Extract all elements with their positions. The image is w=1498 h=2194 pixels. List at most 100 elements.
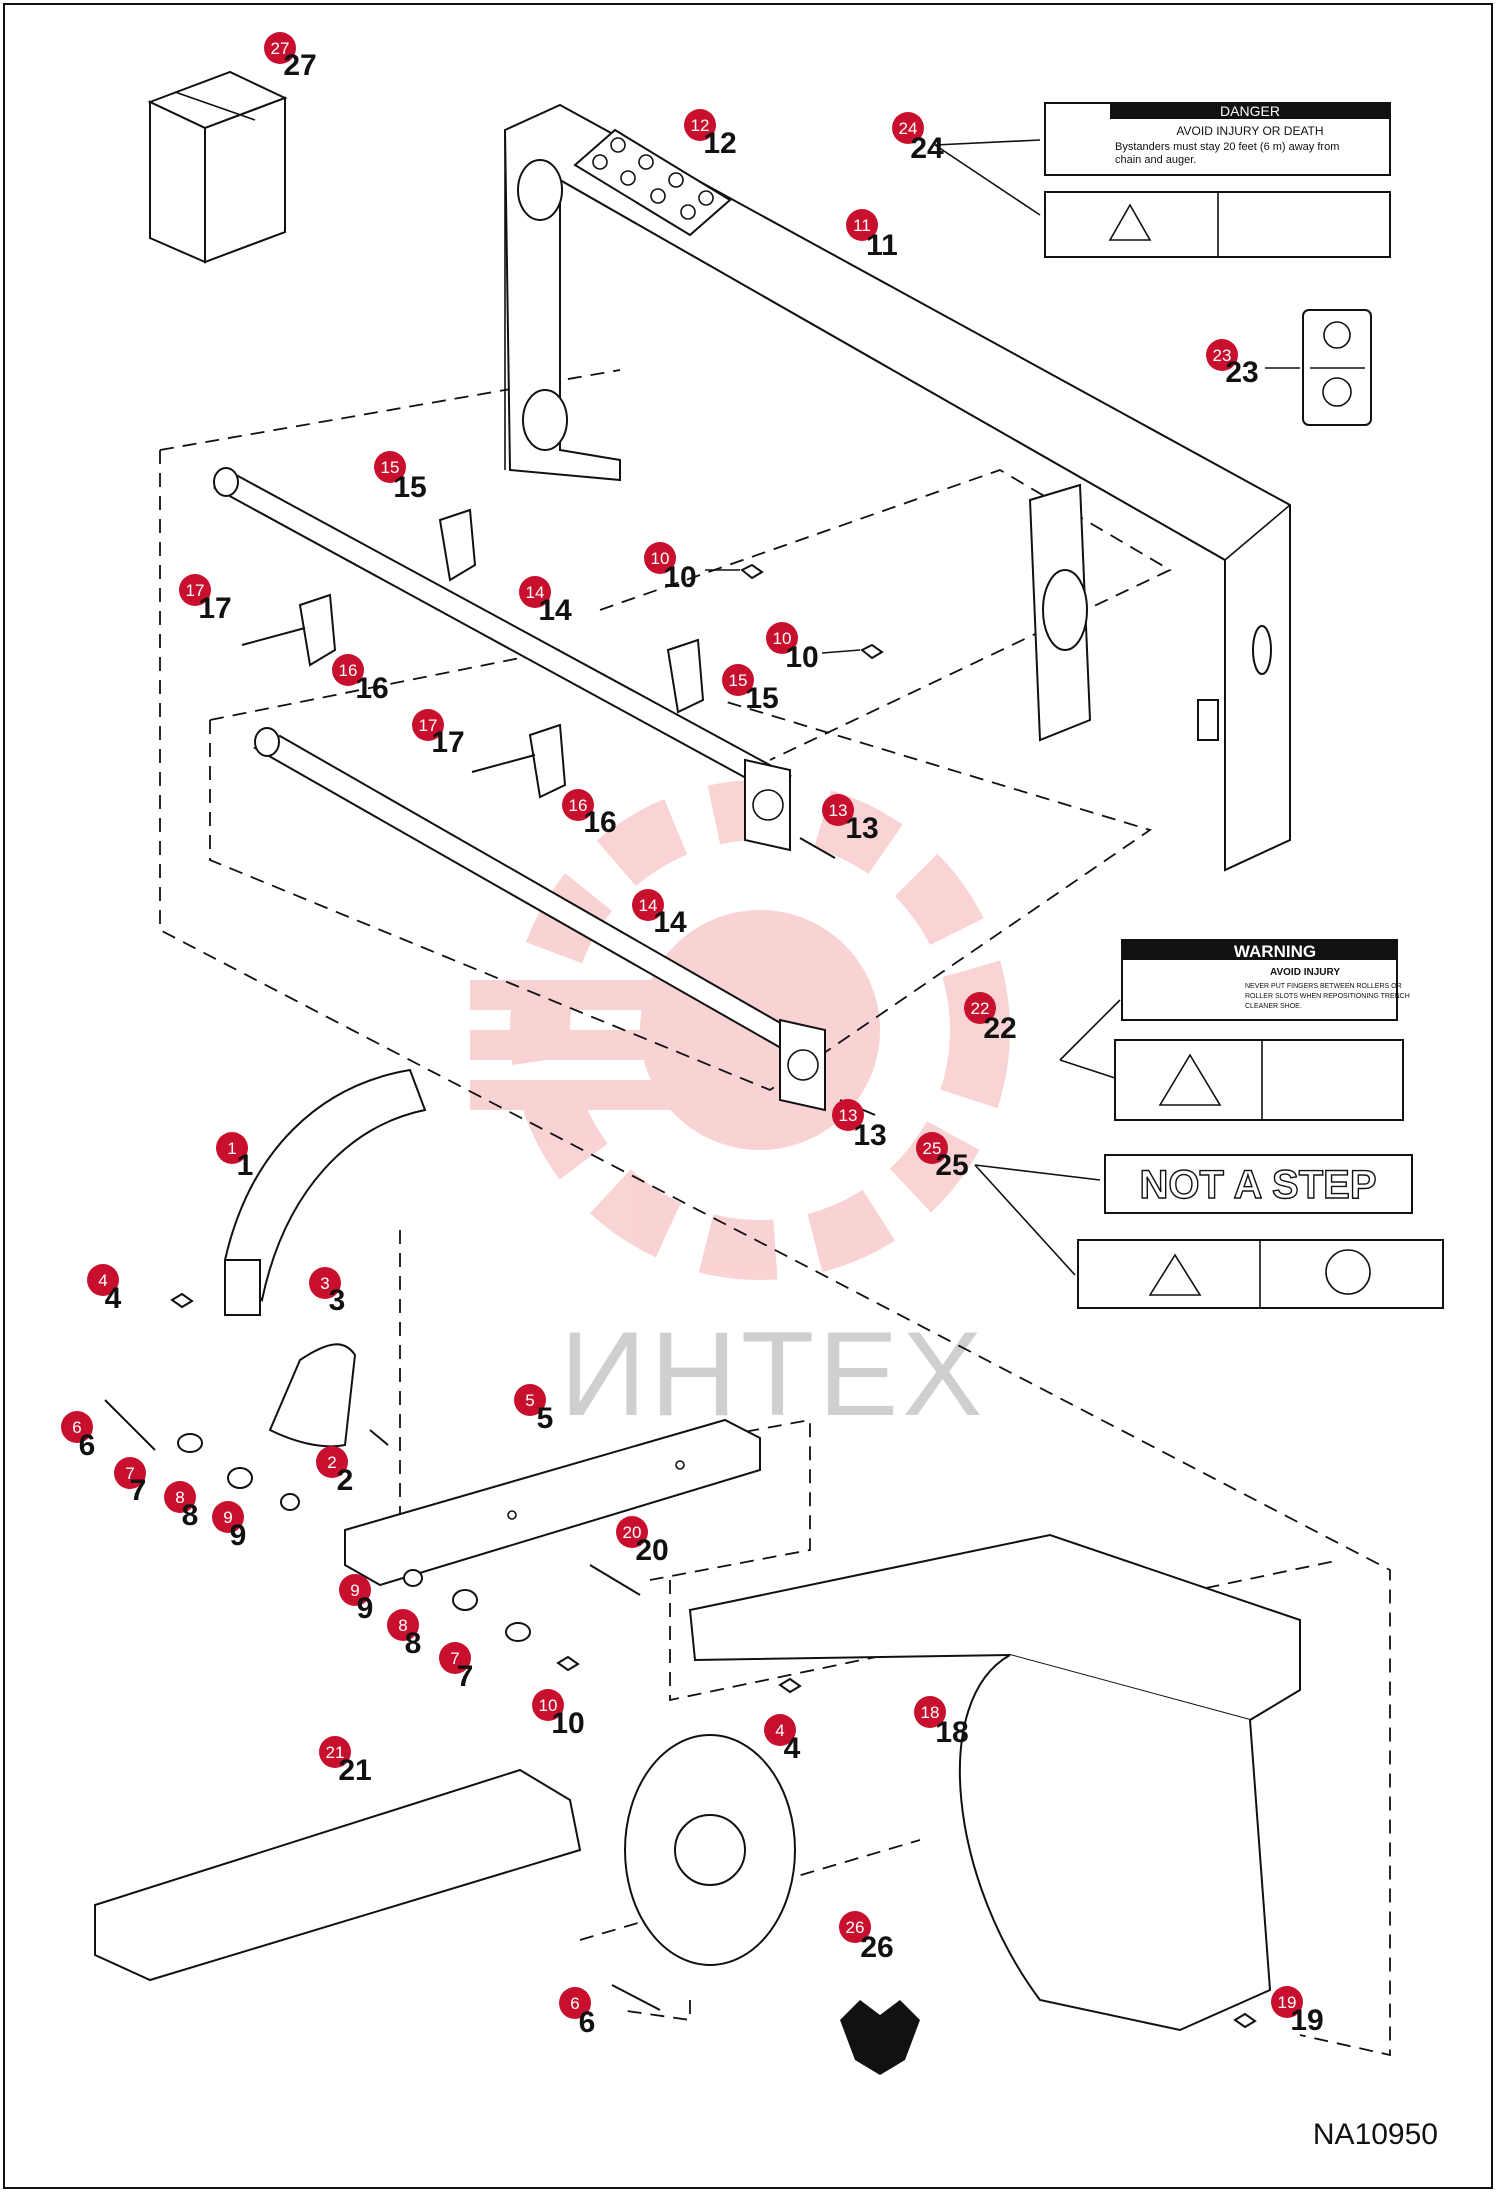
callout-6: 66 [61,1411,95,1462]
svg-text:11: 11 [853,216,871,235]
callout-8: 88 [164,1481,198,1532]
svg-text:10: 10 [551,1707,584,1740]
svg-text:11: 11 [866,229,898,262]
bobcat-logo-icon [840,2000,920,2075]
svg-text:4: 4 [98,1271,107,1290]
part-arm-upper [344,1418,761,1587]
svg-text:25: 25 [923,1139,942,1158]
callout-2: 22 [316,1446,353,1497]
svg-text:18: 18 [935,1716,968,1749]
callout-4: 44 [87,1264,122,1315]
svg-text:4: 4 [784,1732,801,1765]
callout-7: 77 [114,1457,146,1507]
danger-line1: AVOID INJURY OR DEATH [1176,124,1323,138]
svg-text:2: 2 [337,1464,354,1497]
svg-text:14: 14 [639,896,658,915]
svg-text:14: 14 [653,906,687,939]
warning-line1: NEVER PUT FINGERS BETWEEN ROLLERS OR [1245,983,1402,990]
svg-text:15: 15 [745,682,778,715]
svg-text:19: 19 [1290,2004,1323,2037]
part-main-frame [503,103,1291,872]
svg-text:6: 6 [72,1418,81,1437]
svg-text:15: 15 [729,671,748,690]
svg-text:8: 8 [175,1488,184,1507]
svg-text:16: 16 [583,806,616,839]
part-small-hardware [104,1292,1257,2029]
svg-text:6: 6 [570,1994,579,2013]
warning-header: WARNING [1234,942,1316,961]
callout-3: 33 [309,1267,345,1317]
svg-text:9: 9 [357,1592,374,1625]
svg-text:26: 26 [846,1918,865,1937]
part-shoe-plate [268,1343,357,1448]
svg-text:12: 12 [691,116,710,135]
svg-text:13: 13 [845,812,878,845]
part-upper-tube [212,467,792,852]
warning-title: AVOID INJURY [1270,967,1340,978]
svg-text:7: 7 [125,1464,134,1483]
svg-text:24: 24 [899,119,918,138]
svg-text:18: 18 [921,1703,940,1722]
watermark-gear-logo [470,780,1010,1280]
watermark-text: ИНТЕХ [560,1307,986,1441]
svg-text:17: 17 [186,581,205,600]
svg-text:21: 21 [326,1743,345,1762]
svg-text:12: 12 [703,127,736,160]
svg-text:3: 3 [329,1284,346,1317]
svg-text:25: 25 [935,1149,968,1182]
svg-text:3: 3 [320,1274,329,1293]
svg-text:15: 15 [393,471,426,504]
svg-text:9: 9 [230,1519,247,1552]
svg-text:17: 17 [431,726,464,759]
callout-4b: 44 [764,1714,801,1765]
svg-text:7: 7 [450,1649,459,1668]
warning-line2: ROLLER SLOTS WHEN REPOSITIONING TRENCH [1245,993,1410,1000]
danger-line3: chain and auger. [1115,154,1196,166]
svg-text:8: 8 [182,1499,199,1532]
callout-5: 55 [514,1384,553,1435]
part-nut-plate [573,128,732,237]
svg-text:16: 16 [339,661,358,680]
part-clamp-halves [298,508,705,799]
svg-text:23: 23 [1225,356,1258,389]
svg-text:9: 9 [350,1581,359,1600]
svg-text:14: 14 [538,594,572,627]
leader-lines [705,139,1300,1276]
svg-text:7: 7 [457,1660,474,1693]
callout-1: 11 [216,1132,253,1182]
callout-6b: 66 [559,1987,595,2039]
svg-text:24: 24 [910,132,944,165]
svg-text:6: 6 [579,2006,596,2039]
svg-text:27: 27 [283,49,316,82]
svg-text:4: 4 [775,1721,784,1740]
decal-danger: DANGER AVOID INJURY OR DEATH Bystanders … [1044,102,1391,258]
part-mount-arm [94,1734,796,1982]
svg-text:6: 6 [79,1429,96,1462]
warning-line3: CLEANER SHOE. [1245,1003,1302,1010]
svg-text:13: 13 [829,801,848,820]
svg-text:9: 9 [223,1508,232,1527]
svg-text:14: 14 [526,583,545,602]
svg-text:20: 20 [623,1523,642,1542]
svg-text:13: 13 [853,1119,886,1152]
svg-text:17: 17 [198,592,231,625]
svg-text:26: 26 [860,1931,893,1964]
callout-7b: 77 [439,1642,473,1693]
part-guide-arc [223,1068,427,1316]
part-bracket [688,1533,1301,2032]
